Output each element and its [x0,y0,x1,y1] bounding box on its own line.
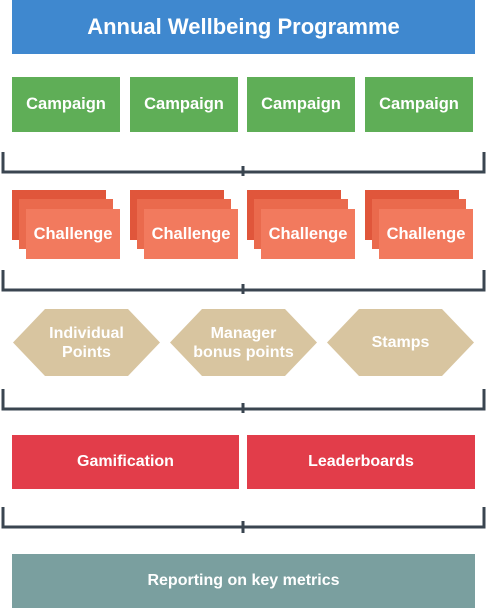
programme-title: Annual Wellbeing Programme [12,0,475,54]
reward-individual-points: Individual Points [13,309,160,376]
connector-bracket-1 [1,152,486,176]
gamification-box: Gamification [12,435,239,489]
connector-bracket-4 [1,507,486,533]
hexagon-shape [13,309,160,376]
challenge-card: Challenge [261,209,355,259]
challenge-card: Challenge [144,209,238,259]
campaign-box-2: Campaign [130,77,238,132]
reward-label-line1: Manager [210,324,277,342]
leaderboards-box: Leaderboards [247,435,475,489]
reward-manager-bonus-points: Manager bonus points [170,309,317,376]
hexagon-shape [170,309,317,376]
reward-label-line2: bonus points [193,343,294,361]
connector-bracket-3 [1,389,486,413]
campaign-box-4: Campaign [365,77,473,132]
challenge-card: Challenge [379,209,473,259]
reward-label-line1: Individual [49,324,124,342]
reward-label-line1: Stamps [371,334,430,351]
challenge-card: Challenge [26,209,120,259]
reward-label-line2: Points [62,343,111,361]
campaign-box-3: Campaign [247,77,355,132]
hexagon-shape [327,309,474,376]
connector-bracket-2 [1,270,486,294]
reporting-box: Reporting on key metrics [12,554,475,608]
campaign-box-1: Campaign [12,77,120,132]
reward-stamps: Stamps [327,309,474,376]
